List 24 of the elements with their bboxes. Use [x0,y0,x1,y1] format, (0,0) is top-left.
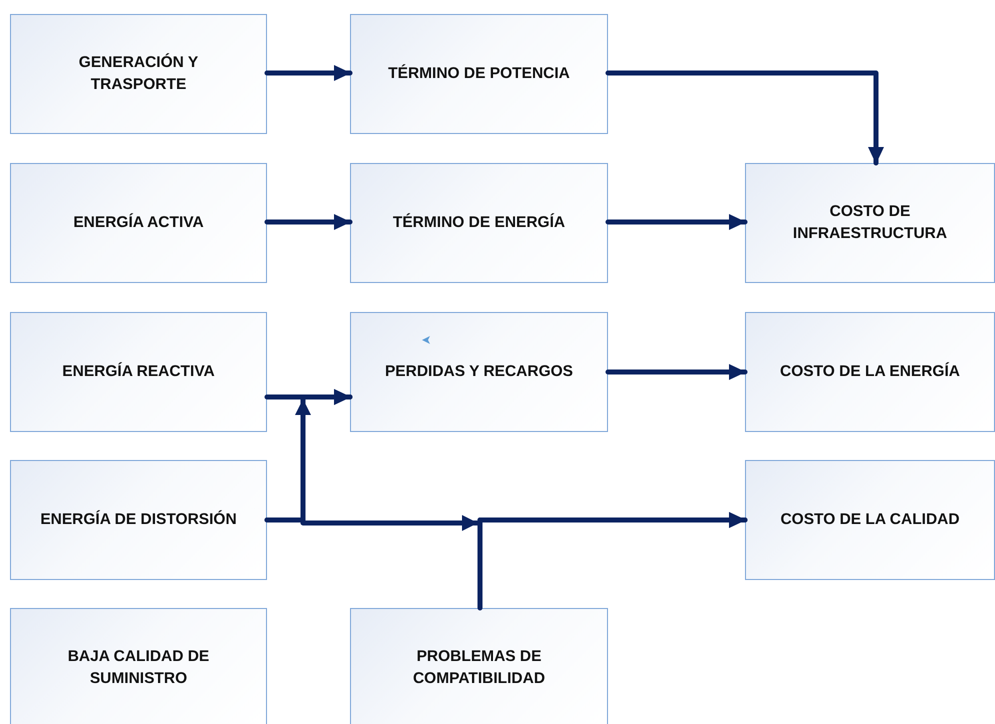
process-box [10,460,267,580]
box-label: ENERGÍA DE DISTORSIÓN [39,509,238,530]
process-box [745,163,995,283]
process-box [10,163,267,283]
box-label: ENERGÍA ACTIVA [72,212,205,233]
process-box [350,163,608,283]
box-label: COSTO DE LA ENERGÍA [779,361,961,382]
box-label: GENERACIÓN Y TRASPORTE [78,52,200,95]
process-box [745,460,995,580]
process-box [350,608,608,724]
process-box [10,14,267,134]
box-label: PROBLEMAS DE COMPATIBILIDAD [412,646,546,689]
process-box [10,312,267,432]
process-box [10,608,267,724]
box-label: PERDIDAS Y RECARGOS [384,362,574,382]
box-label: COSTO DE LA CALIDAD [779,510,961,530]
box-label: ENERGÍA REACTIVA [61,361,216,382]
box-label: TÉRMINO DE ENERGÍA [392,212,566,233]
box-label: BAJA CALIDAD DE SUMINISTRO [66,646,210,689]
box-label: COSTO DE INFRAESTRUCTURA [792,202,948,244]
process-box [350,14,608,134]
box-label: TÉRMINO DE POTENCIA [387,63,571,84]
process-box [745,312,995,432]
process-box [350,312,608,432]
